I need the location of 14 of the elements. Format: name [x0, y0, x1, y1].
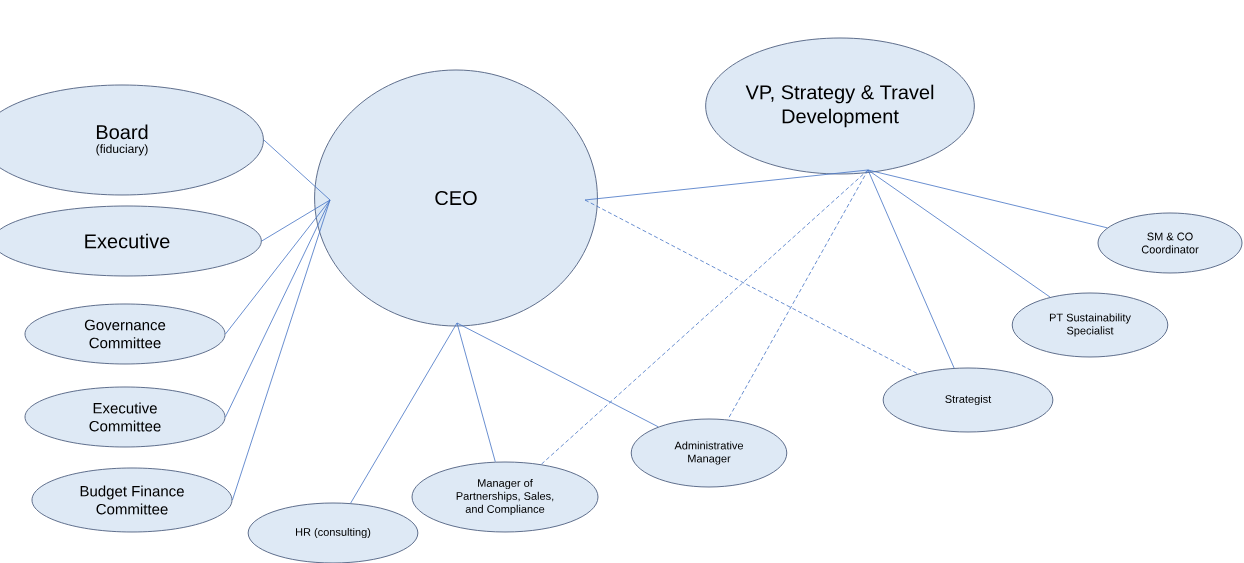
connector-line: [727, 169, 869, 420]
connector-line: [867, 169, 955, 369]
connector-line: [350, 322, 458, 504]
connector-line: [867, 169, 1051, 298]
connector-line: [456, 322, 659, 428]
connector-line: [263, 139, 331, 201]
connector-line: [584, 199, 919, 375]
connector-line: [225, 199, 331, 335]
connector-line: [261, 199, 331, 242]
connector-line: [232, 199, 331, 501]
connector-line: [540, 169, 869, 465]
connector-line: [584, 169, 869, 201]
connector-line: [456, 322, 496, 463]
connector-line: [867, 169, 1108, 229]
